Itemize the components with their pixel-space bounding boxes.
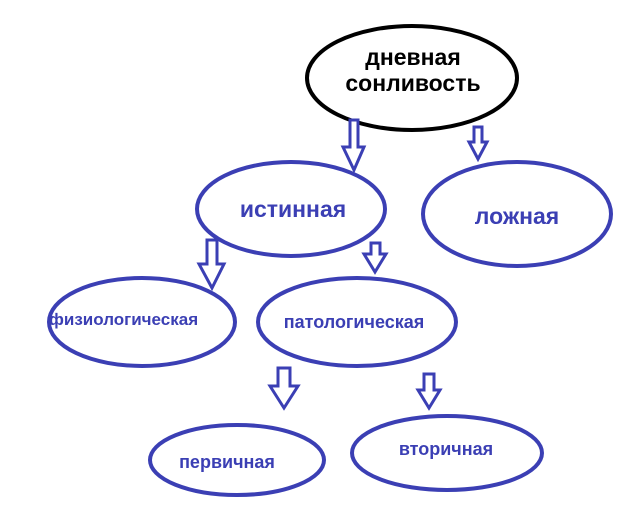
arrow-pathological-to-primary-icon — [267, 366, 301, 411]
node-ellipse-physiological — [47, 276, 237, 368]
arrow-true-to-pathological-icon — [361, 241, 389, 275]
node-label-secondary: вторичная — [398, 439, 494, 459]
node-ellipse-root — [305, 24, 519, 132]
node-label-pathological: патологическая — [283, 312, 425, 332]
node-label-physiological: физиологическая — [49, 310, 199, 329]
node-label-false: ложная — [474, 203, 560, 229]
node-label-root: дневная сонливость — [345, 44, 481, 97]
node-ellipse-true — [195, 160, 387, 258]
arrow-root-to-true-icon — [340, 118, 367, 174]
node-ellipse-pathological — [256, 276, 458, 368]
node-label-primary: первичная — [179, 452, 275, 472]
arrow-true-to-physiological-icon — [196, 238, 227, 292]
arrow-root-to-false-icon — [466, 125, 490, 163]
node-ellipse-primary — [148, 423, 326, 497]
node-label-true: истинная — [239, 196, 347, 222]
arrow-pathological-to-secondary-icon — [415, 372, 443, 411]
node-ellipse-secondary — [350, 414, 544, 492]
node-ellipse-false — [421, 160, 613, 268]
